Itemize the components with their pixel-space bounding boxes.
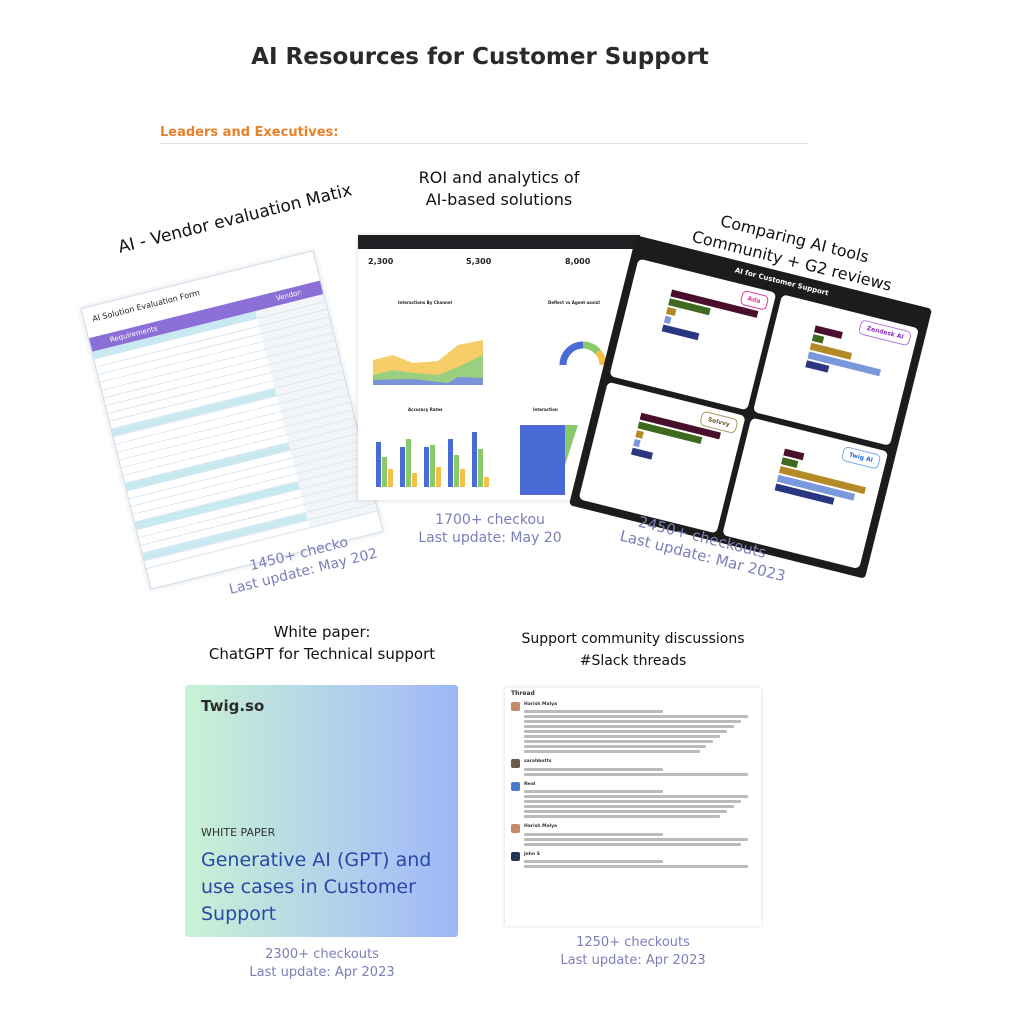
user-name: Neal [524, 781, 536, 787]
avatar [511, 759, 520, 768]
label-line: White paper: [273, 623, 371, 641]
checkouts: 1250+ checkouts [576, 935, 690, 950]
section-heading: Leaders and Executives: [160, 125, 339, 140]
avatar [511, 824, 520, 833]
kpi-value: 8,000 [565, 257, 591, 266]
last-update: Last update: Apr 2023 [249, 965, 395, 980]
user-name: John S [524, 851, 540, 857]
label-line: Support community discussions [521, 631, 745, 647]
divider [160, 143, 808, 144]
thread-message: Harish Malya [511, 824, 755, 848]
tool-tag: Twig AI [840, 445, 882, 470]
bar [454, 455, 459, 487]
bar [388, 469, 393, 487]
area-chart [373, 340, 483, 385]
bar [382, 457, 387, 487]
user-name: Harish Malya [524, 701, 558, 707]
user-name: sarahbotts [524, 759, 552, 764]
resource-label-roi: ROI and analytics of AI-based solutions [399, 167, 599, 211]
bar [436, 467, 441, 487]
checkouts: 1700+ checkou [435, 512, 545, 528]
page-title: AI Resources for Customer Support [251, 44, 709, 70]
resource-label-whitepaper: White paper: ChatGPT for Technical suppo… [192, 621, 452, 665]
bar [412, 473, 417, 487]
thread-message: Neal [511, 781, 755, 821]
chart-title: Interaction [533, 407, 558, 412]
bar [400, 447, 405, 487]
label-line: ROI and analytics of [418, 168, 580, 187]
thread-message: sarahbotts [511, 759, 755, 778]
thread-message: Harish Malya [511, 701, 755, 756]
bar [472, 432, 477, 487]
tool-tag: Zendesk AI [858, 319, 912, 347]
resource-label-slack: Support community discussions #Slack thr… [503, 628, 763, 672]
kpi-value: 5,300 [466, 257, 492, 266]
last-update: Last update: Apr 2023 [560, 953, 706, 968]
bar [424, 447, 429, 487]
bar [406, 439, 411, 487]
tool-panel-solvvy: Solvvy [578, 381, 746, 534]
document-type: WHITE PAPER [201, 826, 276, 839]
bar-chart [376, 432, 489, 487]
gauge-chart [559, 341, 607, 366]
resource-stats-slack: 1250+ checkouts Last update: Apr 2023 [533, 934, 733, 970]
bar [376, 442, 381, 487]
bar [478, 449, 483, 487]
chart-title: Deflect vs Agent-assist [548, 300, 600, 305]
label-line: AI-based solutions [425, 190, 573, 209]
bar [430, 445, 435, 487]
kpi-value: 2,300 [368, 257, 394, 266]
funnel-chart [520, 425, 578, 495]
checkouts: 2300+ checkouts [265, 947, 379, 962]
whitepaper-headline: Generative AI (GPT) and use cases in Cus… [201, 849, 432, 925]
label-line: #Slack threads [579, 653, 687, 669]
whitepaper-preview[interactable]: Twig.so WHITE PAPER Generative AI (GPT) … [185, 685, 458, 937]
bar [484, 477, 489, 487]
thread-message: John S [511, 851, 755, 871]
avatar [511, 701, 520, 711]
avatar [511, 781, 520, 791]
chart-title: Interactions By Channel [398, 300, 452, 305]
resource-stats-whitepaper: 2300+ checkouts Last update: Apr 2023 [222, 946, 422, 982]
thread-header: Thread [511, 690, 535, 697]
bar [448, 439, 453, 487]
brand-name: Twig.so [201, 697, 265, 715]
chart-title: Accuracy Rates [408, 407, 443, 412]
resource-stats-roi: 1700+ checkou Last update: May 20 [410, 511, 570, 547]
user-name: Harish Malya [524, 824, 558, 829]
bar [460, 469, 465, 487]
resource-label-vendor-matrix: AI - Vendor evaluation Matix [116, 180, 354, 258]
avatar [511, 851, 520, 861]
label-line: ChatGPT for Technical support [208, 645, 436, 663]
last-update: Last update: May 20 [418, 530, 562, 546]
